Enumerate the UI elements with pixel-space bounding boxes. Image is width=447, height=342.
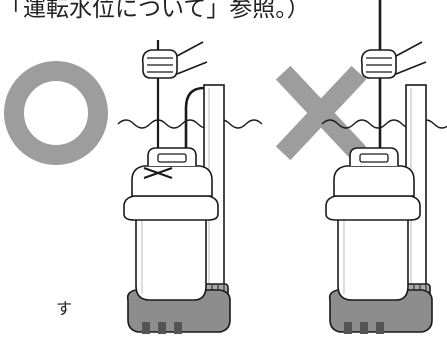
incorrect-pump-illustration: [322, 0, 447, 334]
cross-incorrect-icon: [290, 80, 352, 146]
circle-correct-icon: [14, 71, 98, 155]
correct-pump-illustration: [118, 40, 262, 334]
